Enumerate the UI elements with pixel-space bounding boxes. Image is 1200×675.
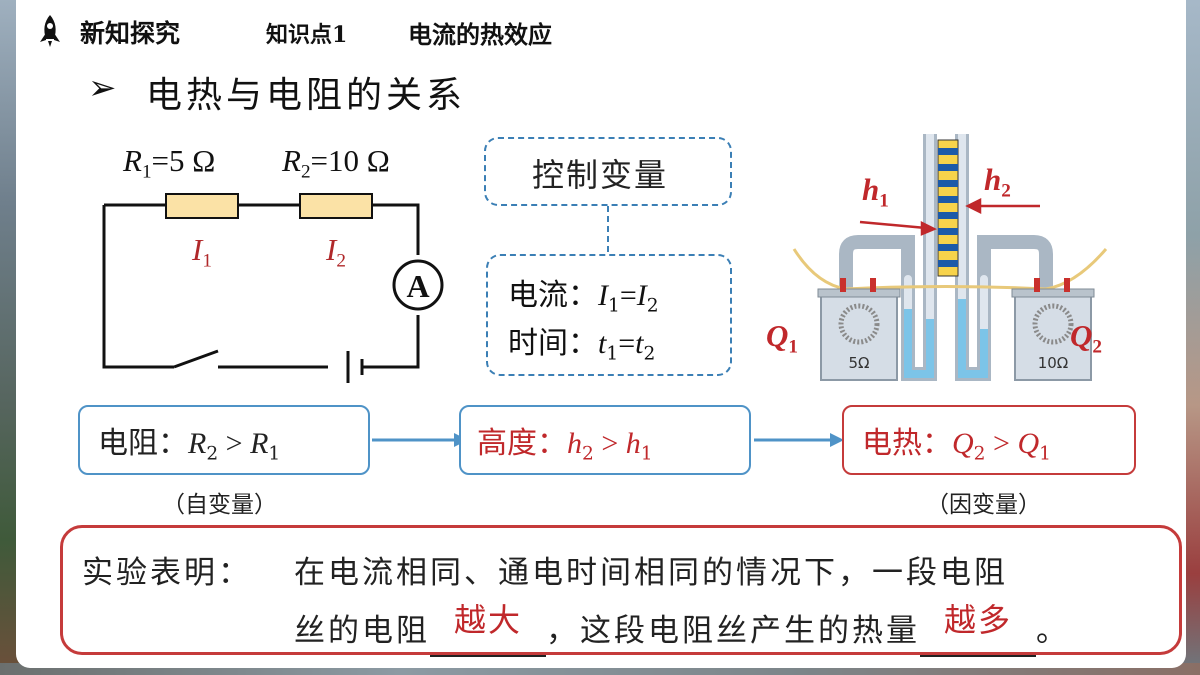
- ammeter-label: A: [406, 268, 429, 304]
- control-variable-title: 控制变量: [532, 156, 669, 194]
- blank-answer-2: 越多: [943, 601, 1012, 639]
- heat-box: [842, 405, 1136, 475]
- section-title: 新知探究: [80, 19, 181, 48]
- control-current-line: 电流：I1=I2: [508, 278, 659, 317]
- q1-label: Q1: [766, 318, 798, 358]
- slide: 新知探究 知识点1 电流的热效应 ➢ 电热与电阻的关系 A R1=5 Ω R2=…: [16, 0, 1186, 668]
- conclusion-line-1: 在电流相同、通电时间相同的情况下，一段电阻: [294, 555, 1008, 591]
- ammeter: [392, 259, 444, 311]
- r2-label: R2=10 Ω: [282, 143, 390, 183]
- background-right-photo: [1182, 0, 1200, 675]
- resistance-relation: 电阻：R2 > R1: [98, 426, 281, 465]
- i2-label: I2: [326, 232, 346, 272]
- height-relation: 高度：h2 > h1: [477, 426, 653, 465]
- flow-arrow-2: [754, 433, 844, 447]
- resistor-r2: [299, 193, 373, 219]
- scale-ruler: [937, 139, 959, 277]
- resistor-r1: [165, 193, 239, 219]
- heat-relation: 电热：Q2 > Q1: [862, 426, 1051, 465]
- conclusion-lead: 实验表明：: [82, 555, 252, 591]
- bullet-arrow-icon: ➢: [88, 68, 117, 108]
- page-subtitle: 电热与电阻的关系: [146, 75, 467, 116]
- topic-number: 知识点1: [266, 22, 348, 48]
- control-variable-detail-box: [486, 254, 732, 376]
- conclusion-line-2: 丝的电阻越大，这段电阻丝产生的热量越多。: [294, 601, 1070, 657]
- left-resistor-label: 5Ω: [848, 354, 869, 372]
- dependent-variable-note: （因变量）: [926, 492, 1041, 518]
- header-bar: [16, 0, 1186, 64]
- resistance-box: [78, 405, 370, 475]
- experiment-apparatus: 5Ω 10Ω: [792, 134, 1108, 381]
- topic-title: 电流的热效应: [408, 20, 552, 49]
- blank-answer-1: 越大: [453, 601, 522, 639]
- independent-variable-note: （自变量）: [162, 492, 277, 518]
- circuit-diagram: A: [102, 193, 444, 383]
- r1-label: R1=5 Ω: [123, 143, 216, 183]
- rocket-icon: [40, 15, 60, 47]
- control-variable-title-box: [484, 137, 732, 206]
- flow-arrow-1: [372, 433, 468, 447]
- h1-label: h1: [862, 172, 889, 212]
- control-time-line: 时间：t1=t2: [508, 326, 656, 365]
- dashed-connector: [607, 206, 609, 254]
- height-box: [459, 405, 751, 475]
- right-resistor-label: 10Ω: [1038, 354, 1069, 372]
- q2-label: Q2: [1070, 318, 1102, 358]
- i1-label: I1: [192, 232, 212, 272]
- h2-label: h2: [984, 162, 1011, 202]
- conclusion-box: [60, 525, 1182, 655]
